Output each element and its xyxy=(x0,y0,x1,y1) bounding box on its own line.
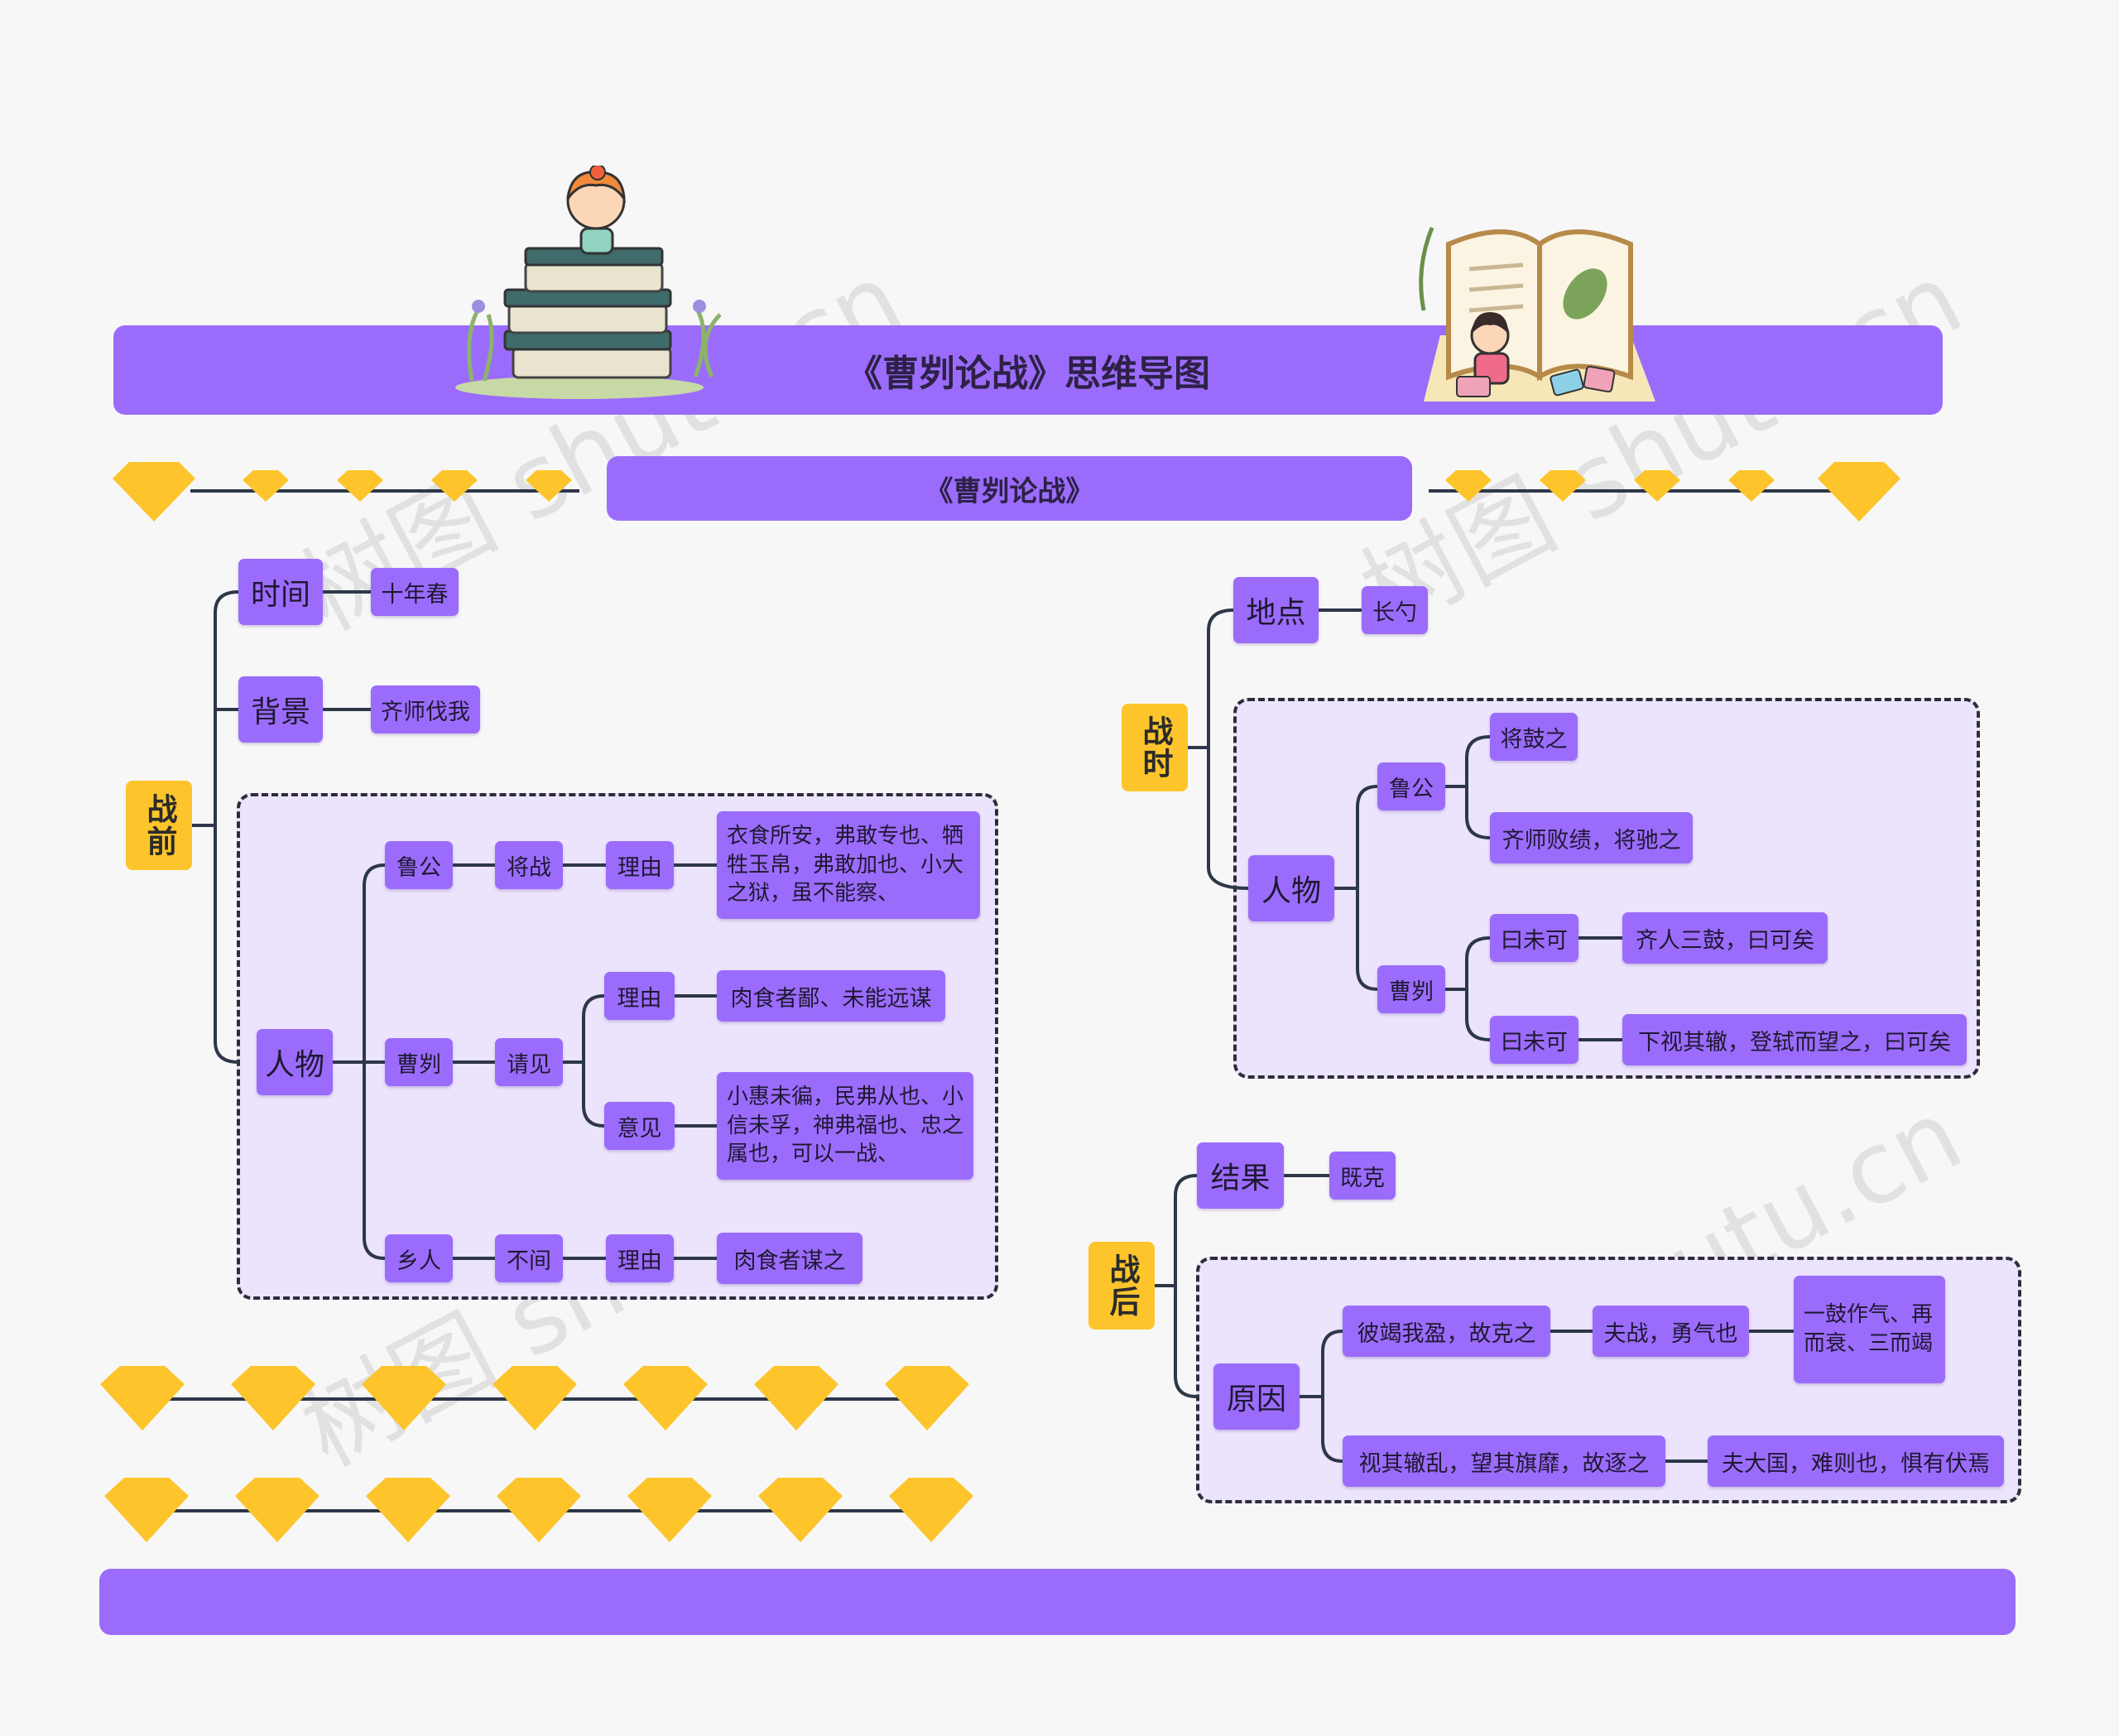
caogui-action[interactable]: 请见 xyxy=(495,1038,563,1086)
result-node[interactable]: 结果 xyxy=(1197,1142,1284,1209)
xiangren-reason-detail[interactable]: 肉食者谋之 xyxy=(717,1233,862,1284)
reason-a[interactable]: 彼竭我盈，故克之 xyxy=(1343,1306,1550,1357)
during-caogui-b-detail[interactable]: 下视其辙，登轼而望之，曰可矣 xyxy=(1622,1014,1967,1065)
diamond-divider-top-right xyxy=(1429,462,1900,522)
caogui-opinion[interactable]: 意见 xyxy=(604,1102,675,1150)
place-value[interactable]: 长勺 xyxy=(1362,586,1428,634)
reason-a-mid[interactable]: 夫战，勇气也 xyxy=(1593,1306,1749,1357)
open-book-illustration xyxy=(1419,227,1655,402)
root-after[interactable]: 战后 xyxy=(1088,1242,1155,1330)
caogui-reason-detail[interactable]: 肉食者鄙、未能远谋 xyxy=(717,970,945,1022)
diamond-divider-top-left xyxy=(113,462,579,522)
background-node[interactable]: 背景 xyxy=(238,676,323,743)
caogui-node[interactable]: 曹刿 xyxy=(385,1038,453,1086)
people-node[interactable]: 人物 xyxy=(257,1029,333,1095)
during-lugong-a[interactable]: 将鼓之 xyxy=(1490,713,1578,761)
result-value[interactable]: 既克 xyxy=(1329,1152,1396,1200)
xiangren-action[interactable]: 不间 xyxy=(495,1234,563,1282)
diamond-divider-bottom-1 xyxy=(100,1366,969,1431)
diamond-divider-bottom-2 xyxy=(104,1478,973,1542)
during-caogui-node[interactable]: 曹刿 xyxy=(1377,965,1445,1013)
during-caogui-b[interactable]: 曰未可 xyxy=(1490,1016,1578,1064)
root-during[interactable]: 战时 xyxy=(1122,704,1188,791)
reason-a-detail[interactable]: 一鼓作气、再而衰、三而竭 xyxy=(1794,1276,1945,1383)
time-value[interactable]: 十年春 xyxy=(371,568,459,616)
during-caogui-a-detail[interactable]: 齐人三鼓，曰可矣 xyxy=(1622,912,1828,964)
time-node[interactable]: 时间 xyxy=(238,559,323,625)
caogui-opinion-detail[interactable]: 小惠未徧，民弗从也、小信未孚，神弗福也、忠之属也，可以一战、 xyxy=(717,1072,973,1180)
page-title: 《曹刿论战》思维导图 xyxy=(846,353,1210,395)
reason-b[interactable]: 视其辙乱，望其旗靡，故逐之 xyxy=(1343,1435,1665,1487)
xiangren-node[interactable]: 乡人 xyxy=(385,1234,453,1282)
lugong-reason[interactable]: 理由 xyxy=(606,841,674,889)
reason-b-detail[interactable]: 夫大国，难则也，惧有伏焉 xyxy=(1708,1435,2004,1487)
root-before[interactable]: 战前 xyxy=(126,781,192,870)
place-node[interactable]: 地点 xyxy=(1233,577,1319,643)
during-lugong-node[interactable]: 鲁公 xyxy=(1377,762,1445,810)
lugong-node[interactable]: 鲁公 xyxy=(385,841,453,889)
subtitle: 《曹刿论战》 xyxy=(925,474,1094,508)
reason-node[interactable]: 原因 xyxy=(1213,1363,1300,1430)
during-people-node[interactable]: 人物 xyxy=(1248,855,1334,921)
books-child-illustration xyxy=(455,166,722,399)
during-lugong-b[interactable]: 齐师败绩，将驰之 xyxy=(1490,812,1693,863)
background-value[interactable]: 齐师伐我 xyxy=(371,685,480,733)
xiangren-reason[interactable]: 理由 xyxy=(606,1234,674,1282)
subtitle-bar: 《曹刿论战》 xyxy=(607,456,1412,521)
caogui-reason[interactable]: 理由 xyxy=(604,972,675,1020)
lugong-reason-detail[interactable]: 衣食所安，弗敢专也、牺牲玉帛，弗敢加也、小大之狱，虽不能察、 xyxy=(717,811,980,919)
footer-bar xyxy=(99,1569,2016,1635)
during-caogui-a[interactable]: 曰未可 xyxy=(1490,914,1578,962)
lugong-action[interactable]: 将战 xyxy=(495,841,563,889)
